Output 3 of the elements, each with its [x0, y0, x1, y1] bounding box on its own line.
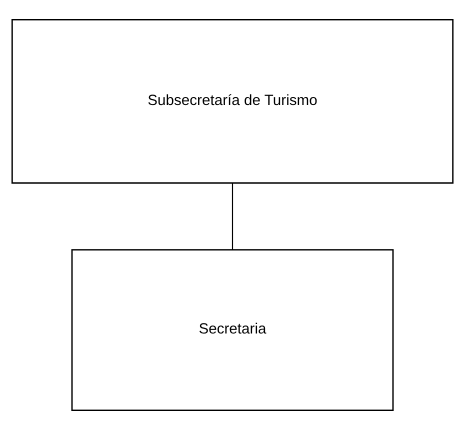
connector: [232, 182, 234, 250]
node-box: Secretaria: [71, 248, 394, 410]
node-box: Subsecretaría de Turismo: [11, 18, 454, 184]
